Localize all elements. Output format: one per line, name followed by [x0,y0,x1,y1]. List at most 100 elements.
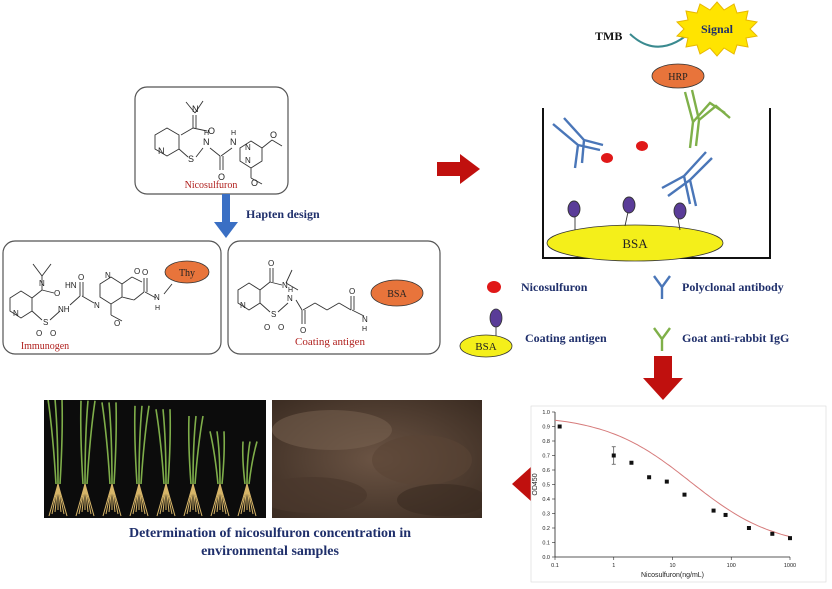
seedling-leaf [241,441,246,485]
atom-label: N [105,271,111,280]
immunogen-label: Immunogen [21,341,69,352]
samples-caption: Determination of nicosulfuron concentrat… [70,525,470,561]
signal-burst [675,1,759,57]
x-tick-label: 1 [612,563,615,569]
atom-label: S [43,318,48,327]
atom-label: N [203,137,210,147]
nicosulfuron-dot [636,141,648,151]
atom-label: O [278,323,284,332]
seedling-root [57,483,68,517]
atom-label: O [268,259,274,268]
atom-label: O [142,268,148,277]
y-tick-label: 0.0 [542,555,550,561]
seedling-leaf [194,415,204,485]
nicosulfuron-structure-label: Nicosulfuron [185,180,238,191]
goat-anti-rabbit-igg [683,89,731,149]
data-point [611,453,616,458]
seedling-root [84,483,95,517]
atom-label: O [208,126,215,136]
y-tick-label: 0.4 [542,497,550,503]
data-point [788,536,792,541]
legend-igg-icon [653,327,671,351]
seedling-leaf [86,400,96,485]
arrow-to-elisa [437,154,480,184]
y-tick-label: 0.6 [542,468,550,474]
atom-label: O [78,273,84,282]
seedling-leaf [167,409,172,485]
seedling-leaf [59,400,64,485]
data-point [647,475,652,480]
legend-antibody-label: Polyclonal antibody [682,280,784,294]
atom-label: H [155,305,160,312]
thy-carrier-ellipse [164,260,210,284]
y-tick-label: 0.8 [542,439,550,445]
atom-label: O [300,326,306,335]
atom-label: N [230,137,237,147]
panel-border [227,240,441,355]
seedling-leaf [54,400,59,485]
bsa-coating-layer [546,224,724,262]
coating-antigens [567,196,687,231]
seedling-leaf [47,400,57,485]
y-tick-label: 0.3 [542,512,550,518]
atom-label: N [94,301,100,310]
atom-label: O [50,329,56,338]
seedling-root [165,483,176,517]
coating-antigen-panel: O N N S O O N H O O N H BSA Coating anti… [227,240,441,355]
y-axis-title: OD450 [532,473,539,495]
caption-line-2: environmental samples [201,544,339,559]
seedling-root [246,483,257,517]
seedling-root [138,483,149,517]
y-tick-label: 0.2 [542,526,550,532]
thy-label: Thy [179,268,195,279]
atom-label: N [154,293,160,302]
legend-nicosulfuron-icon [487,281,501,293]
seedlings [47,400,258,517]
seedling-leaf [246,441,251,485]
atom-label: S [271,310,276,319]
data-point [711,508,716,513]
seedling-leaf [162,409,167,485]
nicosulfuron-bonds [154,100,283,185]
legend-bsa-label: BSA [475,341,496,353]
atom-label: O [264,323,270,332]
polyclonal-antibodies [552,117,713,207]
signal-label: Signal [701,22,734,36]
seedling-root [192,483,203,517]
seedling-leaf [140,405,150,485]
atom-label: O [36,329,42,338]
legend-nicosulfuron-label: Nicosulfuron [521,280,588,294]
atom-label: O [134,267,140,276]
data-point [682,492,687,497]
seedling-root [219,483,230,517]
seedling-leaf [101,402,111,485]
y-tick-label: 0.5 [542,483,550,489]
y-tick-label: 1.0 [542,410,550,416]
chart-frame [530,405,827,583]
panel-border [134,86,289,195]
data-point [770,531,775,536]
fit-curve [554,419,791,538]
hrp-label: HRP [668,72,688,83]
atom-label: N [362,315,368,324]
well-bsa-label: BSA [622,236,648,251]
soil-sample-photo [272,400,482,518]
atom-label: O [270,130,277,140]
y-tick-label: 0.1 [542,541,550,547]
atom-label: N [192,104,199,114]
arrow-to-curve [643,356,683,400]
legend-igg-label: Goat anti-rabbit IgG [682,331,789,345]
seedling-leaf [248,441,258,485]
seedling-leaf [138,405,143,485]
tmb-label: TMB [595,29,622,43]
data-point [557,424,562,429]
y-tick-label: 0.9 [542,425,550,431]
atom-label: O [349,287,355,296]
atom-label: N [39,279,45,288]
seedling-leaf [192,415,197,485]
legend-bsa-ellipse [459,334,513,358]
atom-label: N [287,294,293,303]
